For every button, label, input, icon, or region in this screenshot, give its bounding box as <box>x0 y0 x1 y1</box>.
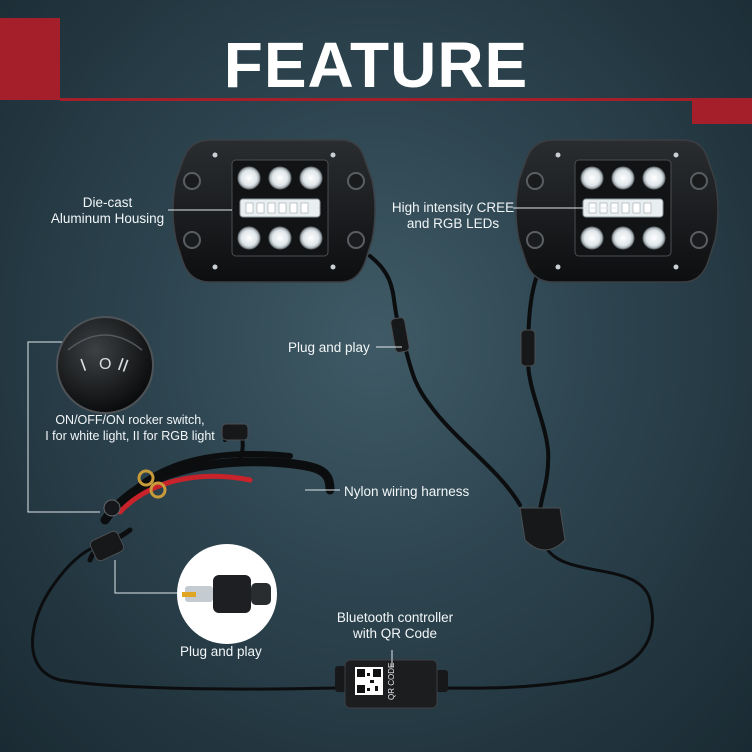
callout-lines <box>27 207 620 667</box>
bluetooth-controller <box>335 659 448 709</box>
header-bar-left <box>0 18 60 100</box>
rocker-switch <box>56 316 154 414</box>
led-label: High intensity CREE and RGB LEDs <box>391 200 515 231</box>
header-underline <box>60 98 752 101</box>
led-pod-left <box>172 139 376 283</box>
plug-bottom-label: Plug and play <box>180 644 262 659</box>
led-pod-right <box>515 139 719 283</box>
header-bar-right <box>692 98 752 124</box>
controller-label: Bluetooth controller with QR Code <box>336 610 454 641</box>
harness-label: Nylon wiring harness <box>344 484 470 499</box>
plug-top-label: Plug and play <box>288 340 370 355</box>
page-title: FEATURE <box>223 29 529 101</box>
inline-connectors <box>89 317 566 562</box>
controller-badge: QR CODE <box>387 662 396 700</box>
switch-mark-middle: O <box>99 356 112 373</box>
connector-closeup <box>177 544 277 644</box>
harness-details <box>103 423 249 517</box>
housing-label: Die-cast Aluminum Housing <box>50 195 165 226</box>
wiring <box>31 254 654 691</box>
switch-label: ON/OFF/ON rocker switch, I for white lig… <box>45 413 215 443</box>
